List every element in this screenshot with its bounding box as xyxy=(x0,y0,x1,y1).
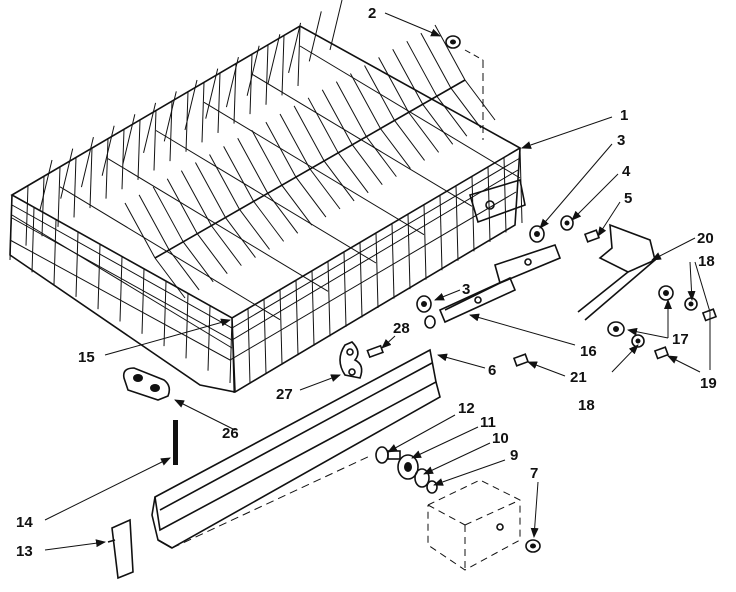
part-20-bracket xyxy=(577,223,656,321)
parts-9-12-roller xyxy=(375,446,438,494)
callout-26: 26 xyxy=(222,425,239,442)
callout-12: 12 xyxy=(458,400,475,417)
part-28-pin xyxy=(366,344,384,359)
callout-13: 13 xyxy=(16,543,33,560)
callout-19: 19 xyxy=(700,375,717,392)
part-13-end-bracket xyxy=(107,518,134,580)
callout-18-bottom: 18 xyxy=(578,397,595,414)
callout-18-top: 18 xyxy=(698,253,715,270)
callout-28: 28 xyxy=(393,320,410,337)
part-16-slide-arm xyxy=(438,243,562,324)
callout-4: 4 xyxy=(622,163,631,180)
parts-17-18-19 xyxy=(607,285,718,360)
callout-16: 16 xyxy=(580,343,597,360)
part-7-nut xyxy=(496,523,541,553)
part-3-washers xyxy=(416,295,436,329)
part-14-rod xyxy=(173,420,178,465)
part-21-screw xyxy=(512,353,530,367)
callout-21: 21 xyxy=(570,369,587,386)
callout-7: 7 xyxy=(530,465,538,482)
callout-3-top: 3 xyxy=(617,132,625,149)
callout-15: 15 xyxy=(78,349,95,366)
leader-lines xyxy=(44,12,711,551)
callout-14: 14 xyxy=(16,514,33,531)
callout-10: 10 xyxy=(492,430,509,447)
dashed-housing xyxy=(427,479,521,571)
callout-6: 6 xyxy=(488,362,496,379)
callout-11: 11 xyxy=(480,414,496,431)
callout-3-mid: 3 xyxy=(462,281,470,298)
part-27-clip xyxy=(339,341,363,379)
part-2-nut xyxy=(445,35,484,140)
dish-rack xyxy=(9,0,526,394)
part-26-end-cap xyxy=(122,367,171,401)
callout-1: 1 xyxy=(620,107,628,124)
callout-2: 2 xyxy=(368,5,376,22)
part-6-track-rail xyxy=(151,348,441,549)
parts-3-4-5 xyxy=(529,215,601,243)
callout-labels: 2 1 3 4 5 20 18 3 28 17 16 15 6 21 19 27… xyxy=(16,5,717,560)
callout-17: 17 xyxy=(672,331,689,348)
callout-5: 5 xyxy=(624,190,632,207)
callout-27: 27 xyxy=(276,386,293,403)
callout-20: 20 xyxy=(697,230,714,247)
callout-9: 9 xyxy=(510,447,518,464)
